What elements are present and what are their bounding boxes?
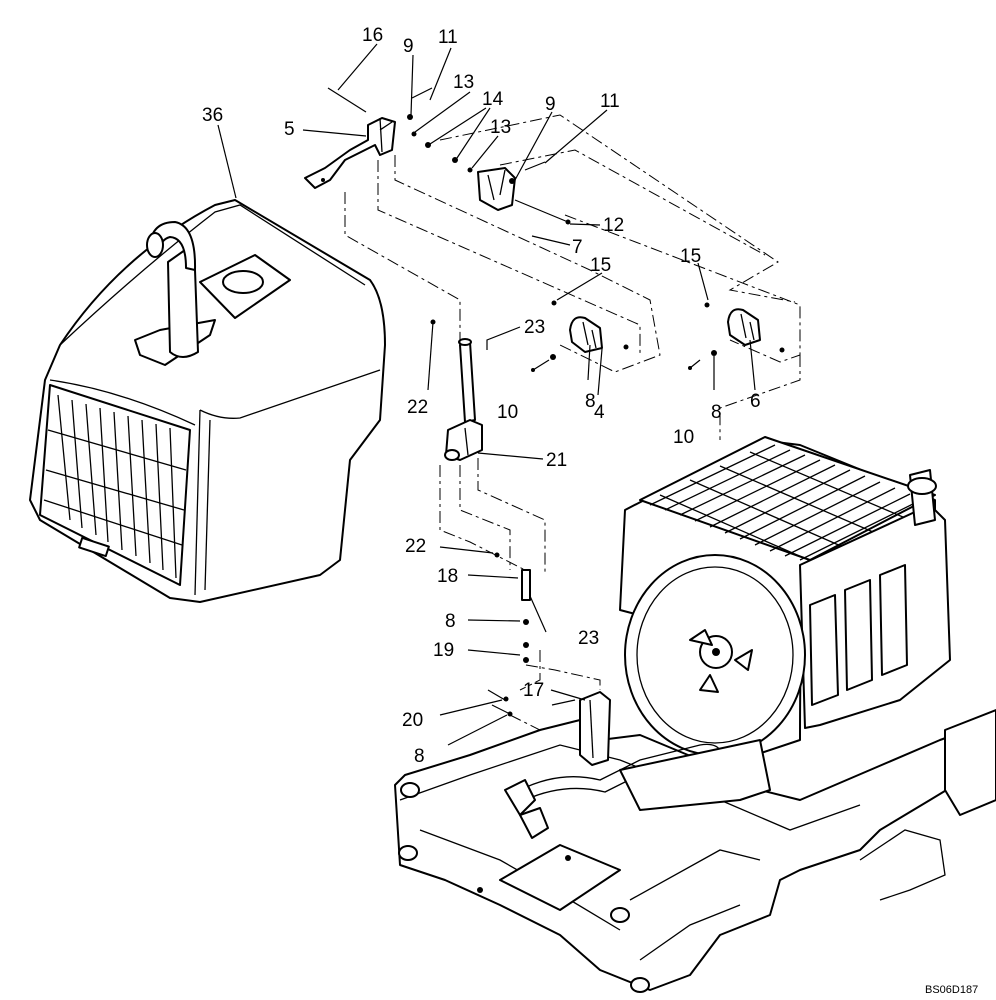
- callout-14: 14: [482, 89, 504, 110]
- callout-23: 23: [578, 628, 599, 649]
- leader-lines: [217, 43, 756, 746]
- callout-5: 5: [284, 119, 295, 140]
- callout-20: 20: [402, 710, 423, 731]
- callout-21: 21: [546, 450, 567, 471]
- callout-22: 22: [405, 536, 426, 557]
- mount-bracket-6: [704, 302, 785, 353]
- callout-36: 36: [202, 105, 223, 126]
- callout-18: 18: [437, 566, 458, 587]
- callout-11: 11: [438, 27, 458, 48]
- callout-8: 8: [711, 402, 722, 423]
- exhaust-stack: [134, 221, 216, 366]
- callout-17: 17: [523, 680, 544, 701]
- callout-16: 16: [362, 25, 383, 46]
- callout-9: 9: [403, 36, 414, 57]
- engine-hood: [29, 199, 386, 603]
- callout-labels: 36 16 9 11 13 14 9 11 5 13 12 7 15 15 23…: [202, 25, 761, 767]
- stud-stack-18-19: [521, 569, 531, 663]
- figure-reference: BS06D187: [925, 984, 978, 996]
- mount-bracket-4: [551, 300, 629, 353]
- callout-15: 15: [680, 246, 701, 267]
- fan-shroud: [624, 554, 806, 756]
- callout-4: 4: [594, 402, 605, 423]
- callout-8: 8: [445, 611, 456, 632]
- callout-22: 22: [407, 397, 428, 418]
- bracket-7: [477, 167, 516, 211]
- bracket-5: [304, 117, 396, 189]
- callout-23: 23: [524, 317, 545, 338]
- callout-8: 8: [585, 391, 596, 412]
- callout-15: 15: [590, 255, 611, 276]
- callout-9: 9: [545, 94, 556, 115]
- callout-12: 12: [603, 215, 624, 236]
- callout-10: 10: [497, 402, 518, 423]
- hood-service-cover: [199, 254, 291, 319]
- hood-grille: [39, 384, 191, 586]
- callout-19: 19: [433, 640, 454, 661]
- rod-12: [514, 199, 569, 223]
- callout-6: 6: [750, 391, 761, 412]
- callout-7: 7: [572, 237, 583, 258]
- callout-11: 11: [600, 91, 620, 112]
- pivot-assembly-21: [444, 338, 483, 461]
- callout-8: 8: [414, 746, 425, 767]
- support-bracket-17: [579, 691, 611, 766]
- machine-frame: [394, 709, 996, 993]
- pin-16: [327, 87, 367, 113]
- callout-13: 13: [453, 72, 474, 93]
- callout-10: 10: [673, 427, 694, 448]
- callout-13: 13: [490, 117, 511, 138]
